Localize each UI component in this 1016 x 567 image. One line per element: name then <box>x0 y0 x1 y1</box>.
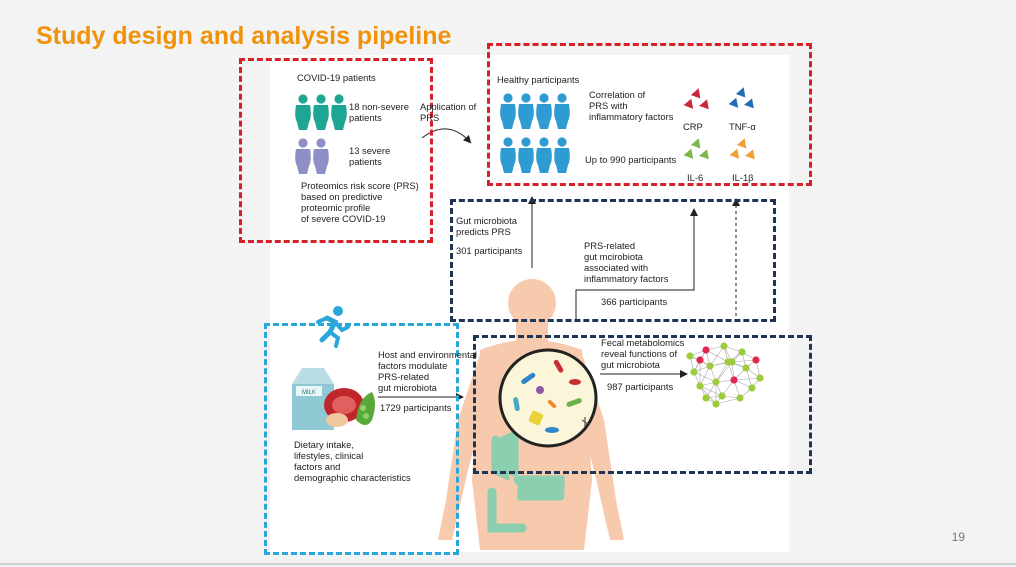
network-node <box>752 356 760 364</box>
tnf-label: TNF-α <box>729 121 756 132</box>
il1b-icon <box>729 138 755 160</box>
slide-number: 19 <box>951 530 965 544</box>
network-node <box>738 348 746 356</box>
network-node <box>696 356 704 364</box>
network-node <box>742 364 750 372</box>
inflammatory-factor-icon <box>736 138 747 149</box>
inflammatory-factor-icon <box>744 98 754 109</box>
inflammatory-factor-icon <box>745 149 755 160</box>
network-node <box>696 382 704 390</box>
person-icon <box>536 93 552 129</box>
person-icon <box>295 94 311 130</box>
il6-label: IL-6 <box>687 172 704 183</box>
nonsevere-patients-icon <box>295 94 347 130</box>
il6-icon <box>683 138 709 160</box>
network-node <box>756 374 764 382</box>
person-icon <box>313 138 329 174</box>
flow-arrows <box>378 128 740 401</box>
inflammatory-factor-icon <box>690 88 701 99</box>
network-node <box>686 352 694 360</box>
inflammatory-factor-icon <box>729 148 740 159</box>
inflammatory-factor-icon <box>683 148 694 159</box>
healthy-participants-icon <box>500 93 570 173</box>
person-icon <box>500 93 516 129</box>
count-366: 366 participants <box>601 296 668 307</box>
crp-label: CRP <box>683 121 703 132</box>
network-node <box>736 394 744 402</box>
network-node <box>702 346 710 354</box>
network-node <box>730 376 738 384</box>
runner-icon <box>316 306 350 348</box>
il1b-label: IL-1β <box>732 172 754 183</box>
fecal-text: Fecal metabolomics reveal functions of g… <box>601 337 685 370</box>
person-icon <box>554 93 570 129</box>
fecal-metabolomics-box <box>473 335 812 474</box>
person-icon <box>331 94 347 130</box>
inflammatory-factor-icon <box>699 99 709 110</box>
host-factors-text: Host and environmental factors modulate … <box>378 349 478 393</box>
slide-title: Study design and analysis pipeline <box>36 22 452 50</box>
healthy-header: Healthy participants <box>497 74 580 85</box>
prs-description: Proteomics risk score (PRS) based on pre… <box>301 180 419 224</box>
person-icon <box>313 94 329 130</box>
network-node <box>706 362 714 370</box>
count-301: 301 participants <box>456 245 523 256</box>
network-node <box>728 358 736 366</box>
network-node <box>720 342 728 350</box>
inflammatory-factor-icon <box>728 97 739 108</box>
healthy-count: Up to 990 participants <box>585 154 677 165</box>
network-node <box>712 400 720 408</box>
inflammatory-factor-icon <box>683 98 694 109</box>
network-node <box>712 378 720 386</box>
host-environment-box <box>264 323 459 555</box>
severe-patients-icon <box>295 138 329 174</box>
person-icon <box>295 138 311 174</box>
tnf-icon <box>728 87 754 109</box>
crp-icon <box>683 88 709 110</box>
severe-text: 13 severe patients <box>349 145 391 167</box>
gut-microbiota-lens <box>498 348 598 448</box>
person-icon <box>518 93 534 129</box>
person-icon <box>500 137 516 173</box>
milk-label: MILK <box>302 390 316 396</box>
person-icon <box>518 137 534 173</box>
person-icon <box>554 137 570 173</box>
dietary-text: Dietary intake, lifestyles, clinical fac… <box>294 439 411 483</box>
network-node <box>702 394 710 402</box>
application-prs-text: Application of PRS <box>420 101 477 123</box>
network-node <box>718 392 726 400</box>
intestine-icon <box>487 429 565 533</box>
microbe-icon <box>513 359 589 433</box>
covid-patients-box <box>239 58 433 243</box>
person-icon <box>536 137 552 173</box>
count-987: 987 participants <box>607 381 674 392</box>
inflammatory-factor-icon <box>735 87 746 98</box>
covid-header: COVID-19 patients <box>297 72 376 83</box>
footer-divider <box>0 563 1016 565</box>
metabolite-network-icon <box>686 342 764 408</box>
correlation-text: Correlation of PRS with inflammatory fac… <box>589 89 674 122</box>
network-node <box>748 384 756 392</box>
nonsevere-text: 18 non-severe patients <box>349 101 409 123</box>
meat-icon <box>324 388 364 427</box>
network-node <box>690 368 698 376</box>
gut-predicts-text: Gut microbiota predicts PRS <box>456 215 517 237</box>
inflammatory-factor-icon <box>699 149 709 160</box>
inflammatory-factor-icon <box>690 138 701 149</box>
gut-microbiota-box <box>450 199 776 322</box>
prs-related-text: PRS-related gut mcirobiota associated wi… <box>584 240 669 284</box>
count-1729: 1729 participants <box>380 402 452 413</box>
vegetable-icon <box>356 392 375 425</box>
healthy-participants-box <box>487 43 812 186</box>
